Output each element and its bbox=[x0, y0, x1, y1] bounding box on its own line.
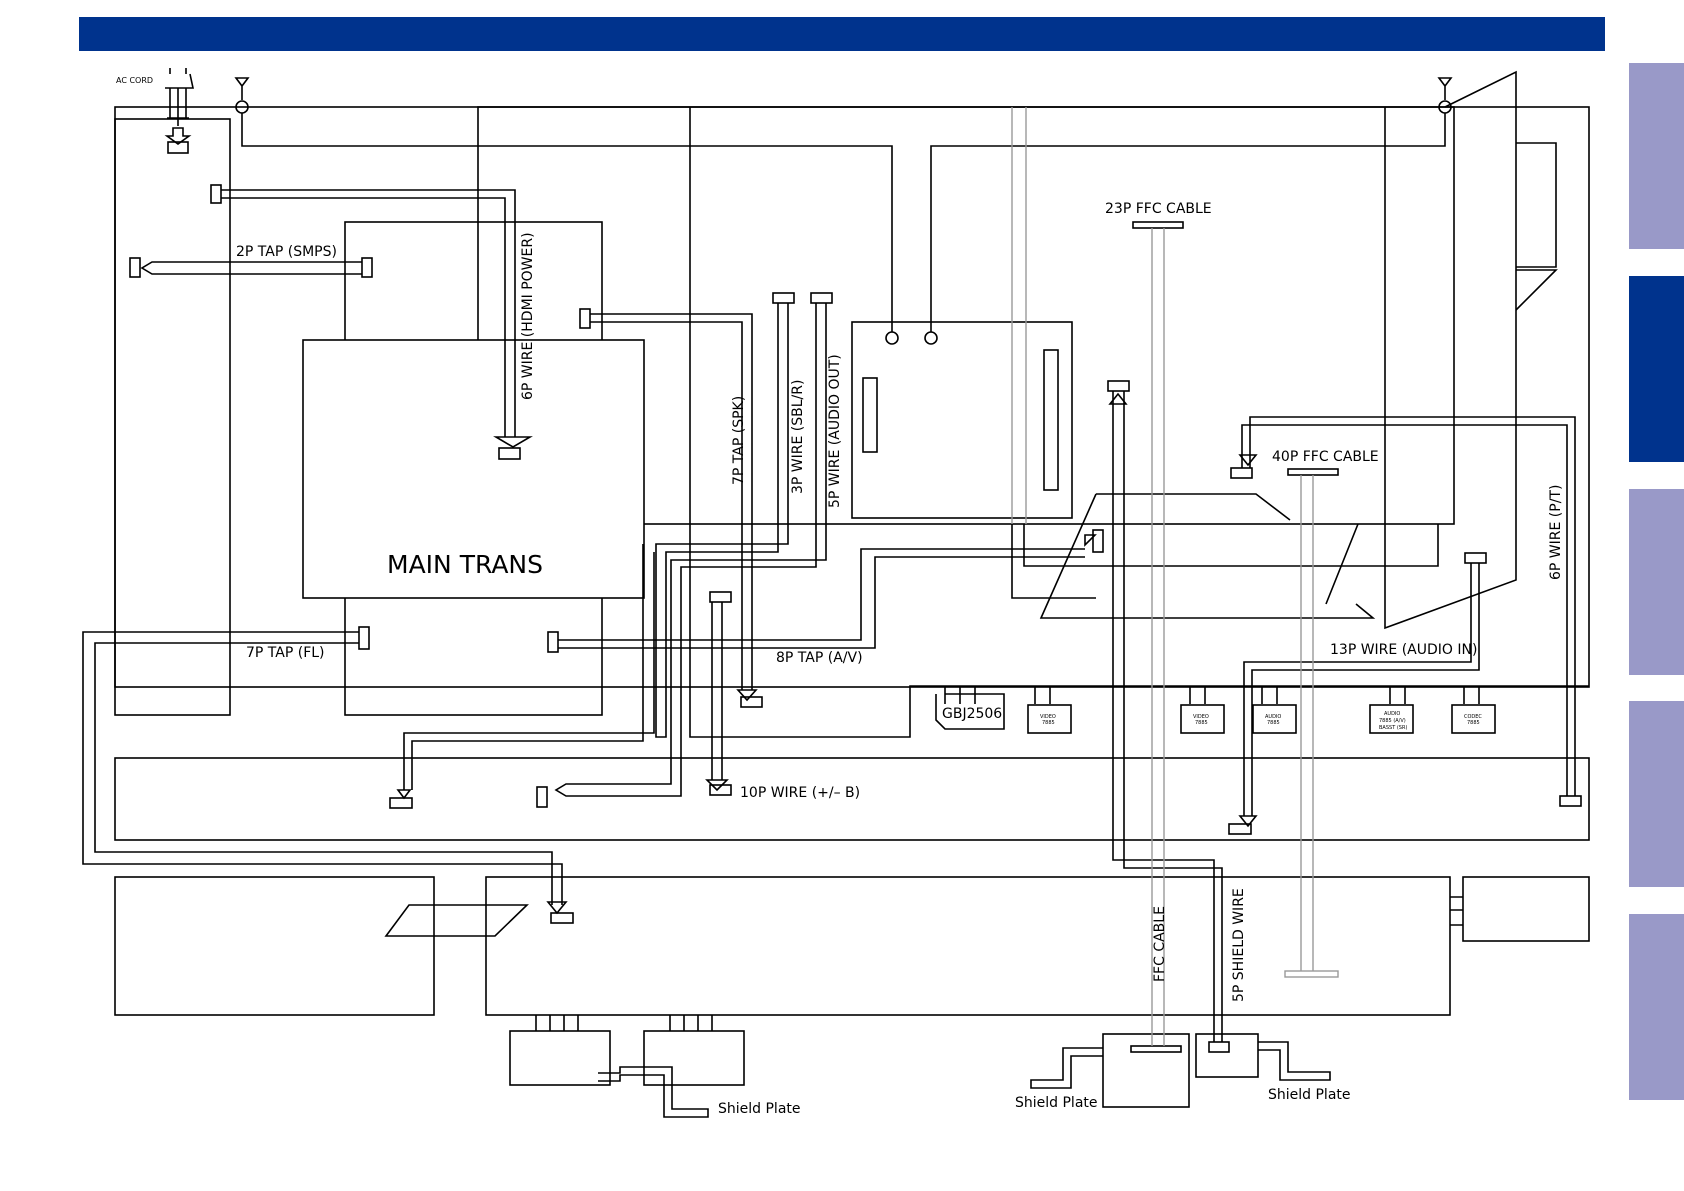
jack-audio-2-box bbox=[1369, 704, 1414, 734]
bottom-board-4 bbox=[1195, 1033, 1259, 1078]
right-bracket bbox=[1384, 70, 1517, 630]
jack-audio-1-box bbox=[1252, 704, 1297, 734]
jack-gbj-label: GBJ2506 bbox=[942, 706, 1002, 722]
jack-video-1-sub: 7885 bbox=[1042, 720, 1055, 726]
ac-plug-icon bbox=[164, 68, 194, 154]
jack-audio-1-label: AUDIO bbox=[1265, 714, 1281, 720]
jack-audio-1-sub: 7885 bbox=[1267, 720, 1280, 726]
label-main-trans: MAIN TRANS bbox=[387, 550, 543, 579]
label-5p-shield-wire: 5P SHIELD WIRE bbox=[1231, 888, 1247, 1002]
lower-right-module bbox=[1462, 876, 1590, 942]
label-shield-plate-3: Shield Plate bbox=[1268, 1087, 1351, 1103]
lower-main-board bbox=[485, 876, 1451, 1016]
label-10p-wire: 10P WIRE (+/– B) bbox=[740, 785, 860, 801]
front-panel-plate bbox=[1039, 493, 1376, 619]
hdmi-connector-left bbox=[862, 377, 878, 453]
label-5p-wire-audio-out: 5P WIRE (AUDIO OUT) bbox=[827, 354, 843, 508]
main-board bbox=[477, 106, 1455, 525]
label-23p-ffc: 23P FFC CABLE bbox=[1105, 201, 1212, 217]
main-trans-box bbox=[302, 339, 645, 599]
label-6p-wire-pt: 6P WIRE (P/T) bbox=[1548, 485, 1564, 580]
jack-codec-sub: 7885 bbox=[1467, 720, 1480, 726]
jack-video-1-box bbox=[1027, 704, 1072, 734]
jack-codec-label: CODEC bbox=[1464, 714, 1482, 720]
smps-board bbox=[114, 118, 231, 716]
bottom-board-1 bbox=[509, 1030, 611, 1086]
label-7p-tap-fl: 7P TAP (FL) bbox=[246, 645, 325, 661]
label-6p-wire-hdmi: 6P WIRE (HDMI POWER) bbox=[520, 232, 536, 400]
label-shield-plate-2: Shield Plate bbox=[1015, 1095, 1098, 1111]
amp-board bbox=[114, 757, 1590, 841]
header-bar bbox=[79, 17, 1605, 51]
label-3p-wire: 3P WIRE (SBL/R) bbox=[790, 380, 806, 494]
jack-video-1-label: VIDEO bbox=[1040, 714, 1056, 720]
jack-video-2-box bbox=[1180, 704, 1225, 734]
antenna-left-icon bbox=[234, 77, 250, 100]
jack-audio-2-label: AUDIO bbox=[1384, 711, 1400, 717]
hdmi-connector-right bbox=[1043, 349, 1059, 491]
antenna-right-icon bbox=[1437, 77, 1453, 100]
label-13p-wire: 13P WIRE (AUDIO IN) bbox=[1330, 642, 1477, 658]
side-tab-1[interactable] bbox=[1629, 63, 1684, 249]
label-ac-cord: AC CORD bbox=[116, 76, 153, 85]
label-8p-tap: 8P TAP (A/V) bbox=[776, 650, 863, 666]
label-2p-tap: 2P TAP (SMPS) bbox=[236, 244, 337, 260]
jack-codec-box bbox=[1451, 704, 1496, 734]
lower-plate bbox=[384, 904, 529, 937]
jack-video-2-label: VIDEO bbox=[1193, 714, 1209, 720]
label-40p-ffc: 40P FFC CABLE bbox=[1272, 449, 1379, 465]
label-ffc-cable: FFC CABLE bbox=[1152, 906, 1168, 982]
bottom-board-2 bbox=[643, 1030, 745, 1086]
bottom-board-3 bbox=[1102, 1033, 1190, 1108]
hdmi-board bbox=[851, 321, 1073, 519]
jack-gbj-box bbox=[935, 693, 1005, 730]
label-shield-plate-1: Shield Plate bbox=[718, 1101, 801, 1117]
jack-audio-2-sub2: BASST (SR) bbox=[1379, 725, 1407, 731]
side-tab-3[interactable] bbox=[1629, 489, 1684, 675]
side-tab-2[interactable] bbox=[1629, 276, 1684, 462]
jack-video-2-sub: 7885 bbox=[1195, 720, 1208, 726]
side-tab-4[interactable] bbox=[1629, 701, 1684, 887]
label-7p-tap-spk: 7P TAP (SPK) bbox=[731, 396, 747, 485]
jack-audio-2-sub: 7885 (A/V) bbox=[1379, 718, 1406, 724]
lower-left-board bbox=[114, 876, 435, 1016]
input-board-outline bbox=[689, 107, 1589, 738]
side-tab-5[interactable] bbox=[1629, 914, 1684, 1100]
